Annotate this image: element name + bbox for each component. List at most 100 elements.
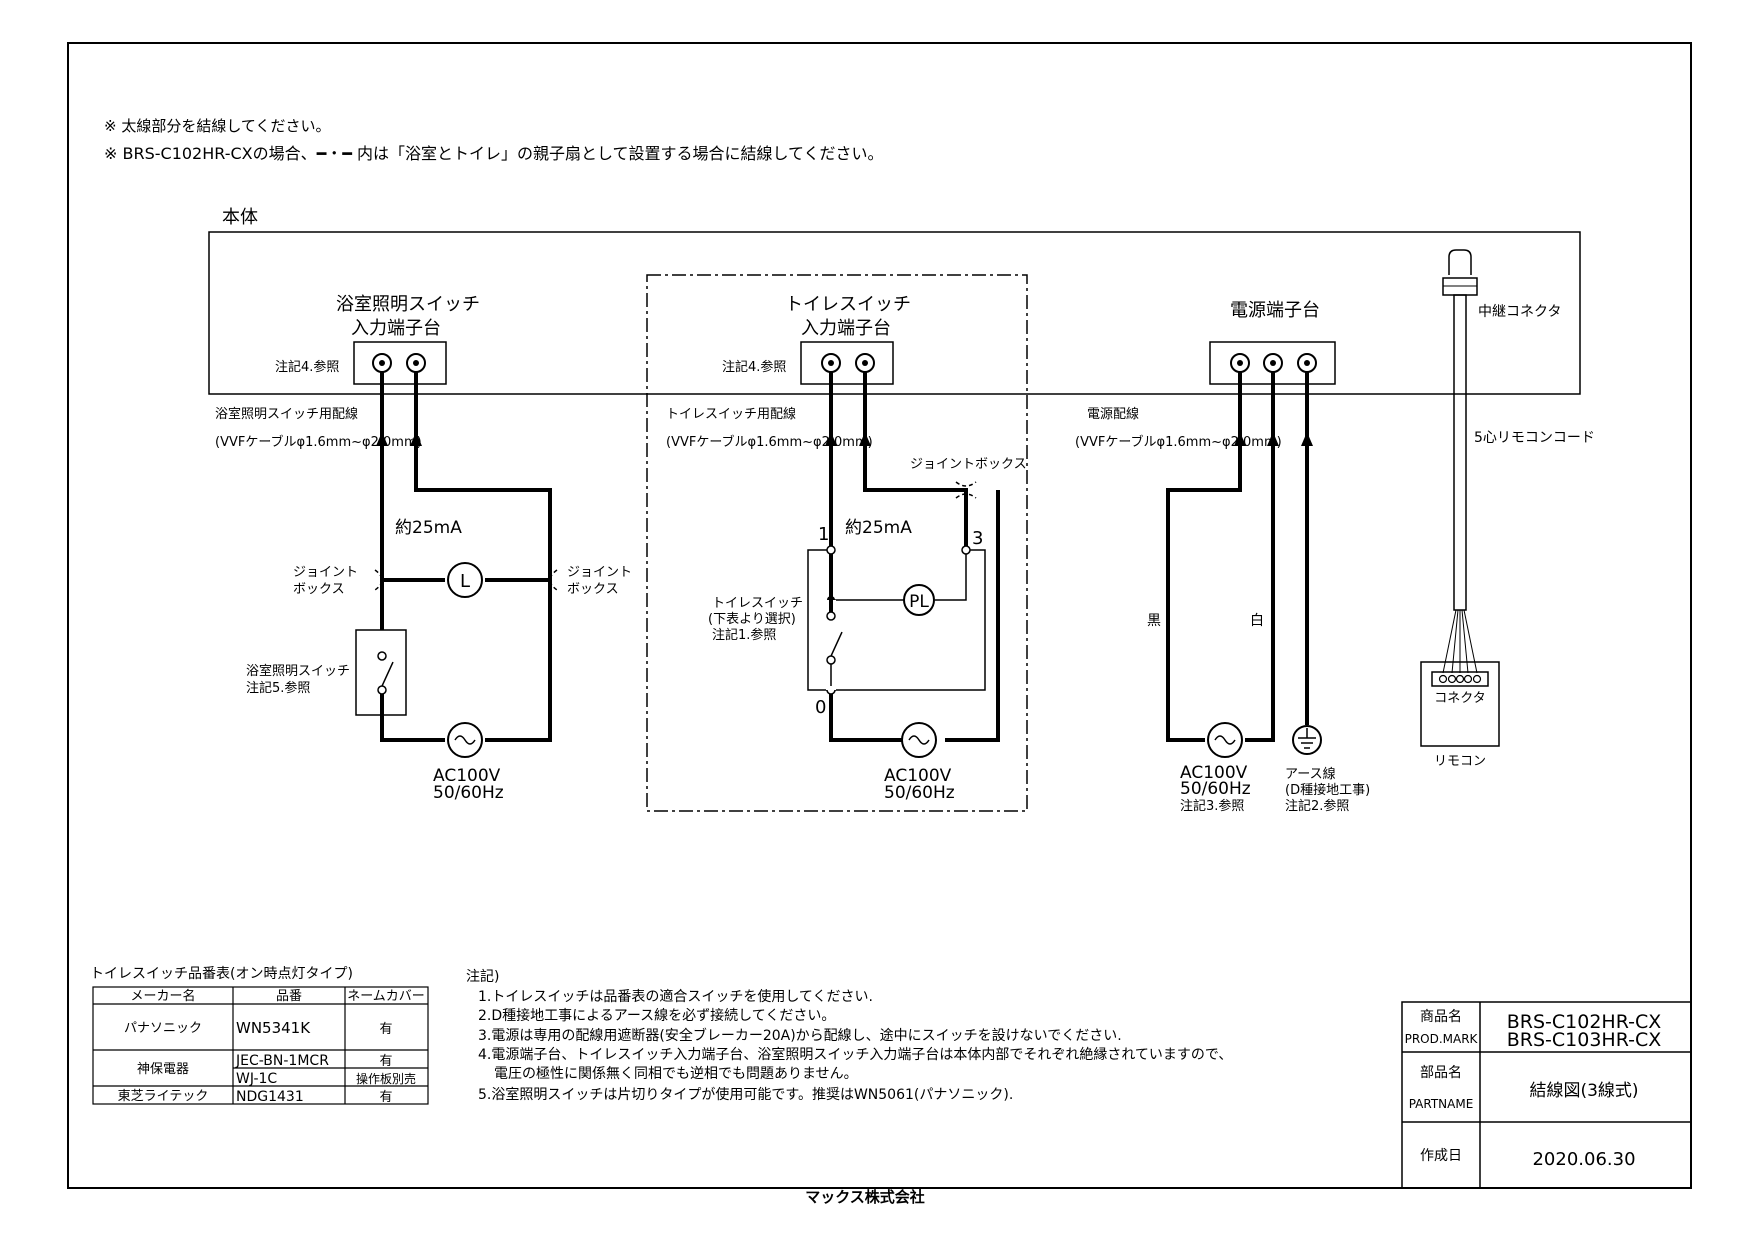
- note-5: 5.浴室照明スイッチは片切りタイプが使用可能です。推奨はWN5061(パナソニッ…: [478, 1086, 1013, 1103]
- toilet-current: 約25mA: [845, 518, 912, 538]
- switch-table-cover-2: 有: [379, 1054, 392, 1069]
- earth-label-3: 注記2.参照: [1285, 798, 1349, 814]
- note-top-1: ※ 太線部分を結線してください。: [104, 117, 330, 135]
- toilet-switch-label-3: 注記1.参照: [712, 627, 776, 643]
- power-circuit: [1166, 372, 1309, 742]
- product-label-jp: 商品名: [1420, 1009, 1462, 1025]
- power-ac-ref: 注記3.参照: [1180, 798, 1244, 814]
- switch-table-cover-3: 操作板別売: [356, 1071, 416, 1086]
- toilet-terminal-block: [800, 341, 894, 385]
- toilet-junction-box: [955, 481, 977, 499]
- main-body-label: 本体: [222, 207, 258, 228]
- company-name: マックス株式会社: [805, 1188, 925, 1206]
- remote-connector-label: コネクタ: [1434, 691, 1485, 706]
- product-name-2: BRS-C103HR-CX: [1507, 1029, 1662, 1051]
- toilet-terminal-number-0: 0: [815, 697, 826, 718]
- pilot-lamp-symbol: [903, 584, 935, 616]
- toilet-terminal-ref: 注記4.参照: [722, 359, 786, 375]
- pilot-lamp-label: PL: [909, 592, 929, 612]
- power-wiring-label: 電源配線: [1087, 406, 1139, 422]
- product-label-en: PROD.MARK: [1405, 1032, 1479, 1046]
- switch-table-header-part: 品番: [276, 989, 302, 1004]
- drawing-date: 2020.06.30: [1532, 1149, 1635, 1170]
- lamp-label: L: [460, 571, 470, 592]
- note-1: 1.トイレスイッチは品番表の適合スイッチを使用してください.: [478, 988, 873, 1005]
- bath-junction-right-1: ジョイント: [567, 565, 632, 580]
- bath-junction-box-right: [549, 569, 558, 591]
- bath-wiring-spec: (VVFケーブルφ1.6mm~φ2.0mm): [215, 434, 422, 450]
- bath-ac-voltage: AC100V: [433, 766, 501, 786]
- toilet-switch-label-1: トイレスイッチ: [712, 596, 803, 611]
- earth-label-1: アース線: [1285, 766, 1336, 782]
- remote-cord: [1453, 294, 1467, 611]
- remote-cord-label: 5心リモコンコード: [1474, 430, 1595, 446]
- bath-terminal-ref: 注記4.参照: [275, 359, 339, 375]
- relay-connector-label: 中継コネクタ: [1478, 304, 1561, 320]
- toilet-ac-voltage: AC100V: [884, 766, 952, 786]
- remote-connector: [1431, 671, 1489, 687]
- main-body-box: [208, 231, 1581, 395]
- bath-ac-frequency: 50/60Hz: [433, 783, 504, 803]
- bath-junction-right-2: ボックス: [567, 582, 619, 597]
- switch-table-part-3: WJ-1C: [236, 1071, 277, 1087]
- toilet-wiring-label: トイレスイッチ用配線: [666, 406, 796, 422]
- switch-table-cover-1: 有: [379, 1022, 392, 1037]
- bath-junction-left-2: ボックス: [293, 582, 345, 597]
- remote-connector-wires: [1442, 609, 1478, 674]
- toilet-terminal-number-1: 1: [818, 524, 829, 545]
- bath-junction-left-1: ジョイント: [293, 565, 358, 580]
- switch-table-maker-2: 神保電器: [137, 1062, 189, 1077]
- relay-connector-plug: [1448, 249, 1472, 275]
- power-ac-frequency: 50/60Hz: [1180, 779, 1251, 799]
- toilet-terminal-number-3: 3: [972, 528, 983, 549]
- switch-table: [92, 986, 429, 1105]
- note-4: 4.電源端子台、トイレスイッチ入力端子台、浴室照明スイッチ入力端子台は本体内部で…: [478, 1046, 1232, 1063]
- toilet-ac-frequency: 50/60Hz: [884, 783, 955, 803]
- toilet-option-region: [646, 274, 1028, 812]
- earth-label-2: (D種接地工事): [1285, 782, 1370, 798]
- note-top-2: ※ BRS-C102HR-CXの場合、━・━ 内は「浴室とトイレ」の親子扇として…: [104, 144, 884, 163]
- note-2: 2.D種接地工事によるアース線を必ず接続してください。: [478, 1007, 835, 1024]
- wire-black-label: 黒: [1147, 613, 1161, 629]
- remote-label: リモコン: [1434, 754, 1486, 769]
- remote-unit: [1420, 661, 1500, 747]
- switch-table-title: トイレスイッチ品番表(オン時点灯タイプ): [90, 966, 353, 982]
- bath-junction-box-left: [374, 569, 383, 591]
- bath-terminal-title-2: 入力端子台: [351, 318, 441, 339]
- bath-wiring-label: 浴室照明スイッチ用配線: [215, 406, 358, 422]
- switch-table-header-maker: メーカー名: [130, 988, 195, 1004]
- bath-current: 約25mA: [395, 518, 462, 538]
- switch-table-cover-4: 有: [379, 1090, 392, 1105]
- toilet-terminal-title-1: トイレスイッチ: [785, 294, 911, 315]
- power-terminal-title: 電源端子台: [1230, 300, 1320, 321]
- switch-table-maker-1: パナソニック: [124, 1021, 202, 1036]
- part-label-en: PARTNAME: [1409, 1097, 1474, 1111]
- switch-table-maker-4: 東芝ライテック: [118, 1088, 209, 1104]
- title-block: [1401, 1001, 1692, 1189]
- toilet-wiring-spec: (VVFケーブルφ1.6mm~φ2.0mm): [666, 434, 873, 450]
- product-name-1: BRS-C102HR-CX: [1507, 1011, 1662, 1033]
- toilet-switch-label-2: (下表より選択): [708, 612, 796, 627]
- lamp-symbol: [447, 562, 483, 598]
- power-ac-voltage: AC100V: [1180, 763, 1248, 783]
- switch-table-header-cover: ネームカバー: [347, 989, 425, 1004]
- notes-title: 注記): [466, 968, 499, 985]
- bath-terminal-block: [353, 341, 447, 385]
- power-wiring-spec: (VVFケーブルφ1.6mm~φ2.0mm): [1075, 434, 1282, 450]
- part-label-jp: 部品名: [1420, 1065, 1462, 1081]
- drawing-frame: [67, 42, 1692, 1189]
- toilet-terminal-title-2: 入力端子台: [801, 318, 891, 339]
- switch-table-part-1: WN5341K: [236, 1019, 311, 1037]
- note-3: 3.電源は専用の配線用遮断器(安全ブレーカー20A)から配線し、途中にスイッチを…: [478, 1027, 1122, 1044]
- date-label: 作成日: [1420, 1148, 1462, 1164]
- bath-circuit: [380, 372, 552, 742]
- wire-white-label: 白: [1250, 613, 1264, 629]
- bath-switch-label-1: 浴室照明スイッチ: [246, 663, 350, 679]
- earth-symbol: [1292, 725, 1322, 755]
- toilet-junction-label: ジョイントボックス: [910, 457, 1027, 472]
- switch-table-part-4: NDG1431: [236, 1089, 304, 1105]
- toilet-circuit: [829, 372, 1000, 742]
- bath-switch-label-2: 注記5.参照: [246, 680, 310, 696]
- part-name: 結線図(3線式): [1529, 1081, 1638, 1101]
